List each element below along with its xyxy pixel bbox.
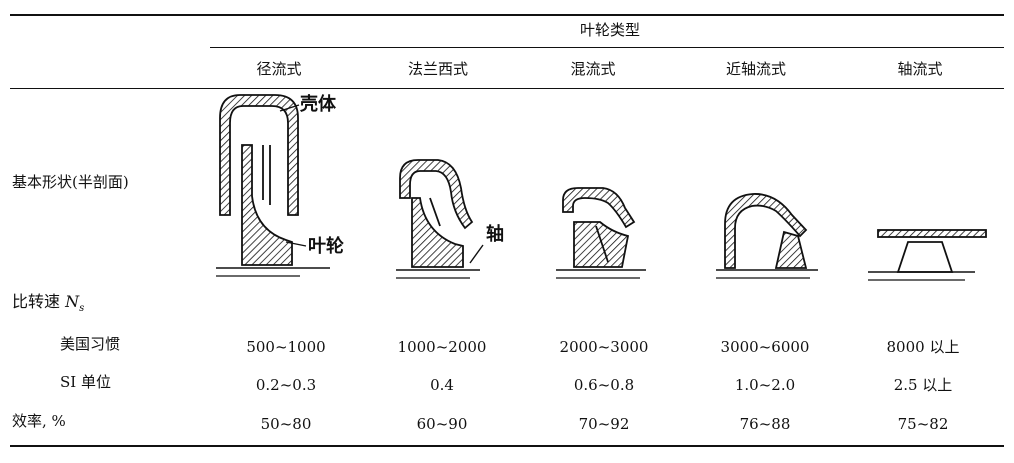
cell-eff-francis: 60~90 — [416, 415, 468, 433]
axial-impeller-drawing — [868, 229, 987, 281]
axial-casing-plate — [877, 229, 987, 238]
cell-us-francis: 1000~2000 — [397, 338, 487, 356]
cell-si-francis: 0.4 — [430, 376, 454, 394]
cell-si-mixed: 0.6~0.8 — [573, 376, 635, 394]
francis-inner-line — [429, 197, 441, 227]
row-label-si: SI 单位 — [60, 373, 111, 391]
casing-annotation: 壳体 — [300, 94, 336, 115]
shaft-leader — [469, 244, 484, 264]
cell-us-axial: 8000 以上 — [886, 338, 960, 356]
near-axial-impeller-shape — [774, 230, 808, 269]
specific-speed-subscript: s — [79, 303, 85, 315]
specific-speed-symbol: N — [65, 292, 80, 311]
cell-us-radial: 500~1000 — [246, 338, 326, 356]
shaft-annotation: 轴 — [486, 224, 504, 245]
francis-impeller-shape — [411, 197, 464, 268]
column-header-rule — [10, 88, 1004, 89]
mixed-casing-shape — [562, 187, 636, 229]
cell-us-mixed: 2000~3000 — [559, 338, 649, 356]
francis-impeller-drawing — [396, 159, 484, 279]
cell-si-radial: 0.2~0.3 — [255, 376, 317, 394]
shape-row-label: 基本形状(半剖面) — [12, 173, 129, 191]
group-header: 叶轮类型 — [579, 21, 640, 39]
row-label-efficiency: 效率, % — [12, 412, 66, 430]
cell-us-near-axial: 3000~6000 — [720, 338, 810, 356]
row-label-us: 美国习惯 — [60, 335, 121, 353]
specific-speed-heading: 比转速 Ns — [12, 294, 84, 314]
cell-eff-radial: 50~80 — [260, 415, 312, 433]
radial-impeller-drawing — [216, 94, 330, 277]
cell-si-near-axial: 1.0~2.0 — [734, 376, 796, 394]
cell-eff-axial: 75~82 — [897, 415, 949, 433]
column-header-mixed: 混流式 — [570, 60, 616, 78]
column-header-axial: 轴流式 — [897, 60, 943, 78]
group-header-rule — [210, 47, 1004, 48]
bottom-rule — [10, 445, 1004, 447]
cell-eff-near-axial: 76~88 — [739, 415, 791, 433]
impeller-leader — [285, 241, 307, 247]
cell-eff-mixed: 70~92 — [578, 415, 630, 433]
top-rule — [10, 14, 1004, 16]
impeller-annotation: 叶轮 — [308, 236, 344, 257]
radial-casing-shape — [219, 94, 299, 216]
near-axial-impeller-drawing — [716, 193, 818, 279]
mixed-inner-line — [595, 225, 609, 263]
specific-speed-prefix: 比转速 — [12, 292, 66, 311]
axial-impeller-shape — [896, 241, 954, 273]
cell-si-axial: 2.5 以上 — [893, 376, 953, 394]
francis-casing-shape — [399, 159, 474, 230]
mixed-impeller-shape — [573, 221, 630, 268]
column-header-near-axial: 近轴流式 — [725, 60, 786, 78]
casing-leader — [279, 104, 300, 112]
mixed-impeller-drawing — [556, 187, 646, 279]
column-header-francis: 法兰西式 — [407, 60, 468, 78]
near-axial-casing-shape — [724, 193, 808, 269]
radial-impeller-shape — [241, 144, 293, 266]
column-header-radial: 径流式 — [256, 60, 302, 78]
